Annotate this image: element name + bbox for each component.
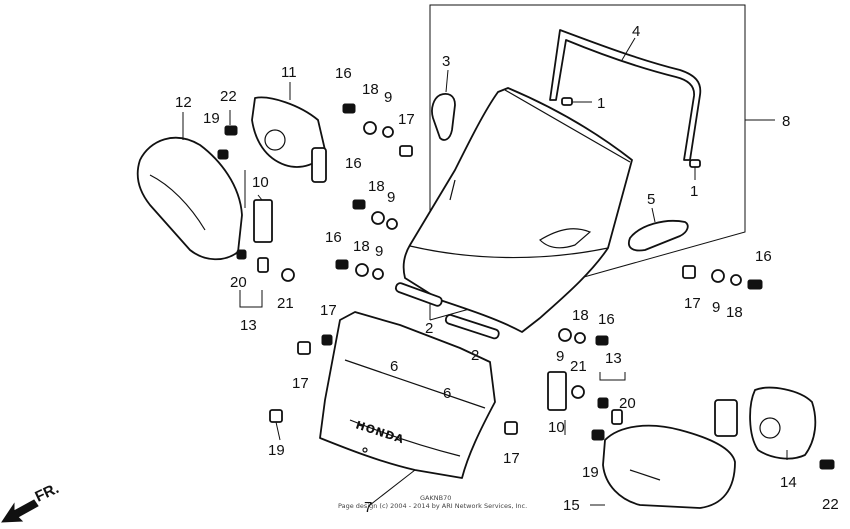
label-9d: 9 <box>712 299 720 316</box>
label-10a: 10 <box>252 174 269 191</box>
front-cowl: HONDA <box>319 311 496 479</box>
trim-strip <box>549 29 702 168</box>
label-16d: 16 <box>755 248 772 265</box>
label-20b: 20 <box>619 395 636 412</box>
label-13b: 13 <box>605 350 622 367</box>
label-12: 12 <box>175 94 192 111</box>
label-18d: 18 <box>726 304 743 321</box>
label-17c: 17 <box>292 375 309 392</box>
label-4: 4 <box>632 23 640 40</box>
bracket-frame <box>429 4 746 321</box>
label-9a: 9 <box>384 89 392 106</box>
label-1a: 1 <box>597 95 605 112</box>
leader-lines <box>182 37 788 506</box>
label-6b: 6 <box>443 385 451 402</box>
left-mirror-cover <box>136 136 243 261</box>
label-17e: 17 <box>503 450 520 467</box>
label-18a: 18 <box>362 81 379 98</box>
label-16e: 16 <box>598 311 615 328</box>
footer-copyright: Page design (c) 2004 - 2014 by ARI Netwo… <box>338 502 527 510</box>
label-18b: 18 <box>368 178 385 195</box>
label-22a: 22 <box>220 88 237 105</box>
label-21a: 21 <box>277 295 294 312</box>
label-10b: 10 <box>548 419 565 436</box>
part-5 <box>628 220 689 252</box>
footer-code: GAKNB70 <box>420 494 451 502</box>
label-6a: 6 <box>390 358 398 375</box>
label-13a: 13 <box>240 317 257 334</box>
front-arrow-icon <box>1 499 39 523</box>
label-20a: 20 <box>230 274 247 291</box>
direction-indicator: FR. <box>1 480 62 523</box>
label-11: 11 <box>281 64 297 81</box>
label-1b: 1 <box>690 183 698 200</box>
label-17a: 17 <box>398 111 415 128</box>
label-8: 8 <box>782 113 790 130</box>
label-7: 7 <box>364 499 372 516</box>
label-14: 14 <box>780 474 797 491</box>
label-16b: 16 <box>345 155 362 172</box>
clip-1b <box>689 159 701 168</box>
bracket-10-right <box>547 371 567 411</box>
right-mirror <box>714 386 817 460</box>
strip-2b <box>444 313 500 340</box>
strip-2a <box>394 282 443 307</box>
label-18e: 18 <box>572 307 589 324</box>
label-22b: 22 <box>822 496 839 513</box>
label-19c: 19 <box>582 464 599 481</box>
label-2a: 2 <box>425 320 433 337</box>
label-19b: 19 <box>268 442 285 459</box>
label-9e: 9 <box>556 348 564 365</box>
label-16c: 16 <box>325 229 342 246</box>
right-mirror-cover <box>602 424 736 509</box>
label-15: 15 <box>563 497 580 514</box>
label-21b: 21 <box>570 358 587 375</box>
label-3: 3 <box>442 53 450 70</box>
hardware <box>217 103 835 470</box>
label-19a: 19 <box>203 110 220 127</box>
label-18c: 18 <box>353 238 370 255</box>
left-mirror <box>251 96 327 183</box>
part-3 <box>431 92 456 141</box>
label-17b: 17 <box>320 302 337 319</box>
direction-label: FR. <box>33 480 62 506</box>
label-16a: 16 <box>335 65 352 82</box>
label-17d: 17 <box>684 295 701 312</box>
bracket-10-left <box>253 199 273 243</box>
label-9b: 9 <box>387 189 395 206</box>
clip-1a <box>561 97 573 106</box>
windscreen <box>402 87 633 333</box>
label-9c: 9 <box>375 243 383 260</box>
label-5: 5 <box>647 191 655 208</box>
label-2b: 2 <box>471 347 479 364</box>
part-labels: 1 1 2 2 3 4 5 6 6 7 8 9 9 9 9 9 10 10 11… <box>175 23 839 516</box>
